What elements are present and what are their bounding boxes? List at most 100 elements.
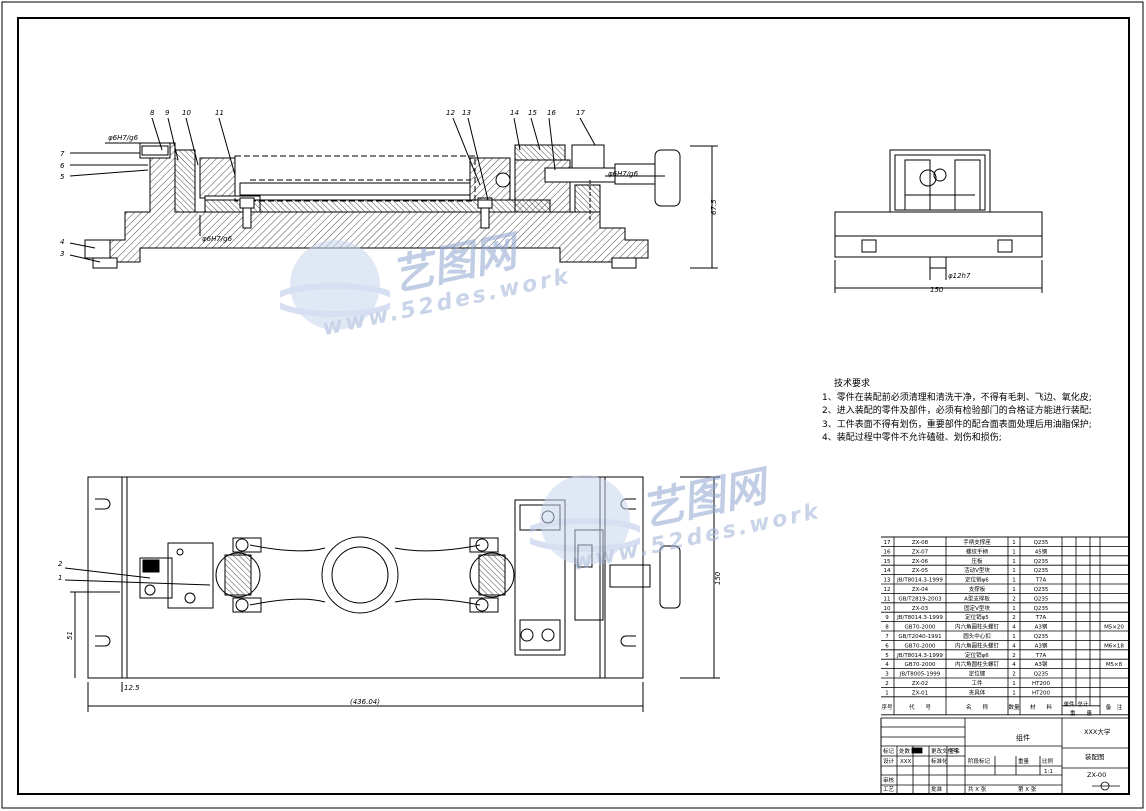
bom-qty: 2 bbox=[1012, 653, 1016, 659]
bom-code: GB70-2000 bbox=[904, 625, 936, 631]
bom-no: 7 bbox=[885, 634, 889, 640]
bom-name: 定位销φ6 bbox=[965, 651, 989, 659]
bom-header-no: 序号 bbox=[881, 703, 893, 711]
tb-label-sheets: 共 X 张 bbox=[968, 785, 987, 793]
bom-no: 16 bbox=[884, 549, 891, 555]
bom-note: M6×18 bbox=[1104, 643, 1124, 649]
bom-no: 12 bbox=[884, 587, 891, 593]
bom-no: 6 bbox=[885, 643, 889, 649]
bom-code: JB/T8014.3-1999 bbox=[896, 653, 943, 659]
tb-drawing-no: ZX-00 bbox=[1087, 771, 1106, 779]
plan-view bbox=[64, 476, 720, 712]
part-label-2: 2 bbox=[58, 560, 63, 568]
bom-header-remark: 备 注 bbox=[1106, 703, 1123, 711]
bom-qty: 1 bbox=[1012, 681, 1016, 687]
title-block bbox=[880, 717, 1130, 795]
part-label-1: 1 bbox=[58, 574, 62, 582]
front-view bbox=[69, 117, 718, 269]
bom-note: M5×8 bbox=[1106, 662, 1123, 668]
bom-code: ZX-05 bbox=[912, 568, 929, 574]
bom-material: Q235 bbox=[1034, 596, 1049, 602]
bom-no: 3 bbox=[885, 672, 889, 678]
bom-material: A3钢 bbox=[1035, 623, 1048, 631]
bom-code: ZX-02 bbox=[912, 681, 928, 687]
tb-label-sheet: 第 X 张 bbox=[1018, 785, 1037, 793]
bom-name: A型支撑板 bbox=[964, 594, 990, 602]
bom-name: 活动V型块 bbox=[964, 566, 990, 574]
bom-header-name: 名 称 bbox=[966, 703, 989, 711]
plan-view-labels: 2 1 (436.04) 12.5 51 150 bbox=[58, 560, 722, 706]
bom-qty: 1 bbox=[1012, 690, 1016, 696]
part-label-7: 7 bbox=[60, 150, 65, 158]
side-view bbox=[834, 149, 1043, 293]
bom-code: GB70-2000 bbox=[904, 662, 936, 668]
tb-label-mark: 标记 bbox=[883, 747, 895, 755]
bom-material: T7A bbox=[1035, 578, 1047, 584]
bom-qty: 1 bbox=[1012, 606, 1016, 612]
dim-fit-right: φ6H7/g6 bbox=[608, 170, 639, 178]
bom-no: 9 bbox=[885, 615, 889, 621]
part-label-10: 10 bbox=[182, 109, 191, 117]
bom-qty: 1 bbox=[1012, 634, 1016, 640]
bom-qty: 1 bbox=[1012, 549, 1016, 555]
bom-name: 压板 bbox=[971, 557, 983, 565]
bom-name: 内六角圆柱头螺钉 bbox=[955, 660, 1000, 668]
bom-qty: 4 bbox=[1012, 643, 1016, 649]
part-label-8: 8 bbox=[150, 109, 155, 117]
tb-label-ratio: 比例 bbox=[1042, 757, 1054, 765]
tb-designer: XXX bbox=[900, 759, 912, 765]
part-label-4: 4 bbox=[60, 238, 64, 246]
bom-material: T7A bbox=[1035, 615, 1047, 621]
dim-side-width: 150 bbox=[930, 286, 944, 294]
part-label-9: 9 bbox=[165, 109, 170, 117]
bom-no: 11 bbox=[884, 596, 891, 602]
tb-label-count: 处数 bbox=[899, 747, 911, 755]
tech-item-2: 2、进入装配的零件及部件，必须有检验部门的合格证方能进行装配; bbox=[822, 406, 1092, 416]
bom-name: 螺纹手柄 bbox=[966, 547, 989, 555]
bom-code: ZX-07 bbox=[912, 549, 929, 555]
bom-qty: 1 bbox=[1012, 568, 1016, 574]
bom-name: 内六角圆柱头螺钉 bbox=[955, 641, 1000, 649]
bom-no: 8 bbox=[885, 625, 889, 631]
bom-material: A3钢 bbox=[1035, 660, 1048, 668]
bom-name: 内六角圆柱头螺钉 bbox=[955, 623, 1000, 631]
bom-no: 13 bbox=[884, 578, 891, 584]
bom-name: 手柄支撑座 bbox=[963, 538, 991, 546]
bom-no: 10 bbox=[884, 606, 891, 612]
bom-material: Q235 bbox=[1034, 587, 1049, 593]
part-label-12: 12 bbox=[446, 109, 455, 117]
tech-item-3: 3、工件表面不得有划伤，重要部件的配合面表面处理后用油脂保护; bbox=[822, 419, 1092, 430]
dim-total-length: (436.04) bbox=[350, 698, 380, 706]
bom-no: 15 bbox=[884, 559, 891, 565]
bom-qty: 2 bbox=[1012, 596, 1016, 602]
bom-qty: 1 bbox=[1012, 540, 1016, 546]
part-label-3: 3 bbox=[60, 250, 64, 258]
bom-qty: 4 bbox=[1012, 625, 1016, 631]
bom-header-code: 代 号 bbox=[909, 703, 932, 711]
tb-org: XXX大学 bbox=[1084, 727, 1111, 736]
bom-material: Q235 bbox=[1034, 606, 1049, 612]
front-view-labels: 7 6 5 4 3 8 9 10 11 12 13 14 15 16 17 φ6… bbox=[60, 109, 718, 258]
bom-name: 定位键 bbox=[969, 670, 986, 678]
bom-code: JB/T8014.3-1999 bbox=[896, 578, 943, 584]
bom-name: 工件 bbox=[971, 679, 983, 687]
tb-label-design: 设计 bbox=[883, 757, 895, 765]
tb-assembly: 组件 bbox=[1016, 733, 1030, 742]
bom-code: ZX-04 bbox=[912, 587, 929, 593]
bom-material: T7A bbox=[1035, 653, 1047, 659]
dim-depth: 51 bbox=[66, 631, 74, 640]
tech-item-1: 1、零件在装配前必须清理和清洗干净，不得有毛刺、飞边、氧化皮; bbox=[822, 392, 1092, 403]
bom-name: 支撑板 bbox=[969, 585, 986, 593]
bom-code: ZX-06 bbox=[912, 559, 929, 565]
part-label-11: 11 bbox=[215, 109, 224, 117]
tb-label-change: 更改文件号 bbox=[931, 747, 959, 755]
part-label-15: 15 bbox=[528, 109, 537, 117]
bom-material: Q235 bbox=[1034, 568, 1049, 574]
bom-code: JB/T8005-1999 bbox=[899, 672, 941, 678]
tb-label-weight: 重量 bbox=[1018, 757, 1030, 765]
bom-header-unit: 单件 bbox=[1063, 700, 1075, 708]
bom-material: Q235 bbox=[1034, 559, 1049, 565]
bom-name: 夹具体 bbox=[969, 688, 986, 696]
